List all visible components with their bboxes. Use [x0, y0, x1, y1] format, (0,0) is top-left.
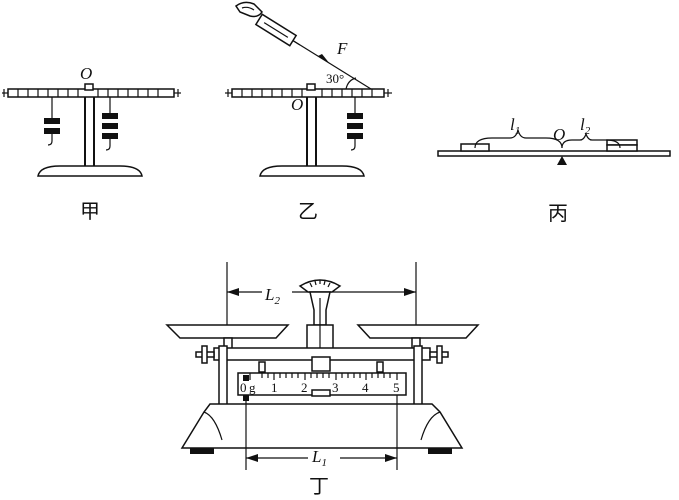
bing-l1-label: l1 — [510, 115, 520, 137]
ding-l1-arrow-right — [385, 454, 397, 462]
yi-pivot-label: O — [291, 95, 303, 114]
bing-fulcrum — [557, 156, 567, 165]
jia-pivot — [84, 83, 94, 91]
ding-tick-2: 2 — [301, 380, 308, 395]
yi-force-line — [291, 39, 372, 90]
bing-plank — [437, 150, 671, 157]
bing-caption: 丙 — [548, 201, 568, 225]
ding-tick-0: 0 — [240, 380, 247, 395]
ding-base — [180, 403, 464, 449]
bing-l2-label: l2 — [580, 115, 591, 137]
jia-weights-right — [102, 97, 118, 151]
ding-l2-arrow-left — [227, 288, 239, 296]
ding-adjust-knob-left — [195, 345, 215, 364]
ding-adjust-knob-right — [429, 345, 449, 364]
jia-caption: 甲 — [80, 199, 100, 223]
ding-foot-left — [190, 448, 214, 454]
ding-l2-arrow-right — [404, 288, 416, 296]
figure-bing: l1 O l2 丙 — [437, 115, 671, 225]
bing-weight-right-2 — [606, 144, 638, 152]
ding-pan-right — [356, 324, 480, 339]
ding-tick-5: 5 — [393, 380, 400, 395]
spring-scale-icon — [254, 13, 301, 47]
jia-bar-ticks — [17, 89, 159, 97]
yi-angle-label: 30° — [326, 71, 344, 86]
figure-jia: O 甲 — [2, 64, 181, 223]
ding-foot-right — [428, 448, 452, 454]
figure-ding: L2 — [165, 262, 480, 498]
jia-base — [37, 165, 143, 177]
ding-rider — [243, 375, 249, 381]
yi-force-arrowhead — [318, 54, 330, 64]
yi-force-label: F — [336, 39, 348, 58]
jia-pivot-label: O — [80, 64, 92, 83]
hand-icon — [234, 1, 263, 18]
ding-dial-ticks — [309, 280, 331, 288]
ding-l1-arrow-left — [246, 454, 258, 462]
ding-tick-4: 4 — [362, 380, 369, 395]
bing-l1-brace — [474, 129, 563, 149]
ding-center-block — [311, 356, 331, 372]
yi-caption: 乙 — [298, 199, 318, 223]
bing-l2-brace — [561, 132, 621, 149]
ding-l2-label: L2 — [264, 285, 280, 307]
yi-angle-arc — [345, 77, 357, 90]
ding-l1-label: L1 — [311, 447, 327, 469]
bing-pivot-label: O — [553, 125, 565, 144]
yi-base — [259, 165, 365, 177]
figure-yi: O F 30° 乙 — [225, 1, 392, 223]
ding-tick-1: 1 — [271, 380, 278, 395]
yi-pivot — [306, 83, 316, 91]
yi-bar-ticks — [241, 89, 373, 97]
ding-caption: 丁 — [309, 474, 329, 498]
yi-weights-right — [347, 97, 363, 151]
ding-pan-left — [165, 324, 290, 339]
ding-tick-3: 3 — [332, 380, 339, 395]
ding-tick-unit: g — [249, 380, 256, 395]
ding-scale-ticks — [249, 373, 398, 380]
jia-weights-left — [44, 97, 60, 146]
